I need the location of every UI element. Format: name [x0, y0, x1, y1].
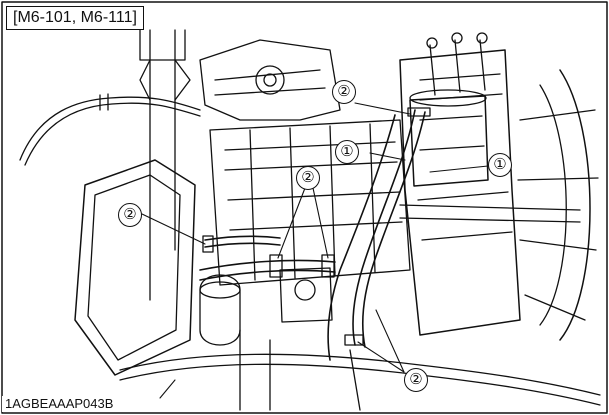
callout-1-right: ①	[488, 153, 512, 177]
callout-1-left: ①	[335, 140, 359, 164]
frame-upright	[139, 29, 186, 301]
side-cover	[74, 159, 196, 376]
callout-2-top: ②	[332, 80, 356, 104]
callout-2-left: ②	[118, 203, 142, 227]
fan	[559, 69, 591, 341]
model-label: [M6-101, M6-111]	[6, 6, 144, 30]
injection-pump	[399, 49, 521, 336]
leader-lines	[141, 102, 489, 399]
fuel-filter	[409, 95, 489, 187]
callout-2-bottom: ②	[404, 368, 428, 392]
hose-clamp	[407, 107, 431, 117]
callout-2-center: ②	[296, 166, 320, 190]
fuel-hoses	[199, 109, 426, 361]
image-code: 1AGBEAAAP043B	[2, 396, 117, 412]
